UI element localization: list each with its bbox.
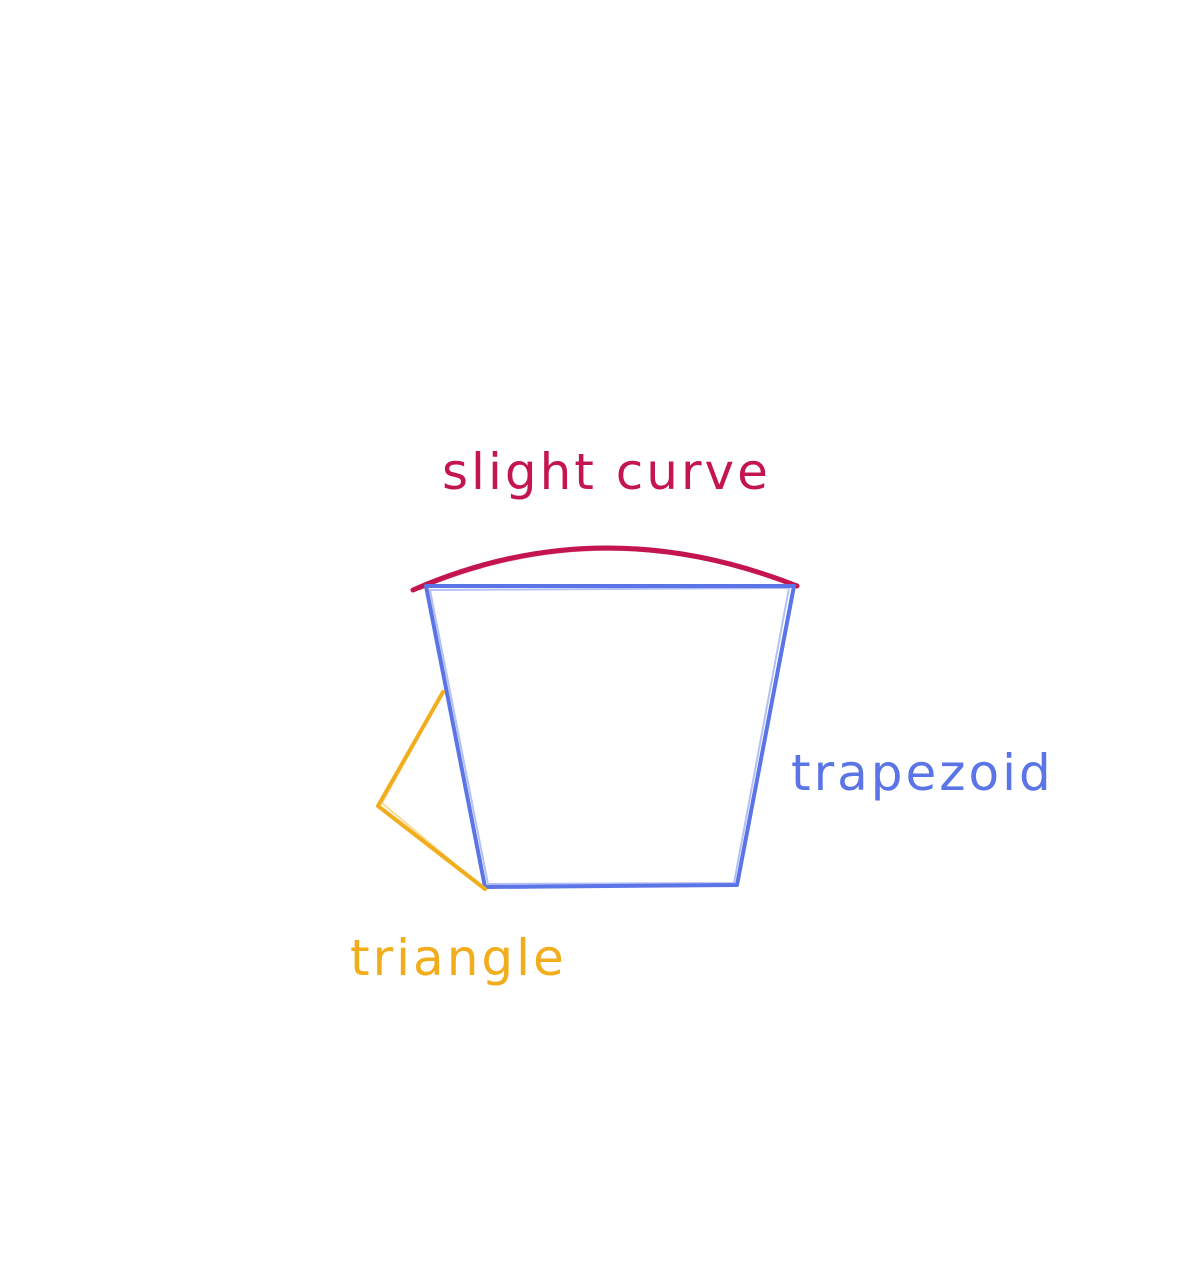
trapezoid-shape [424,584,796,889]
triangle-shape [376,690,487,891]
slight-curve-shape [410,545,800,593]
slight-curve-label: slight curve [442,443,771,501]
trapezoid-label: trapezoid [791,744,1054,802]
triangle-label: triangle [350,929,567,987]
